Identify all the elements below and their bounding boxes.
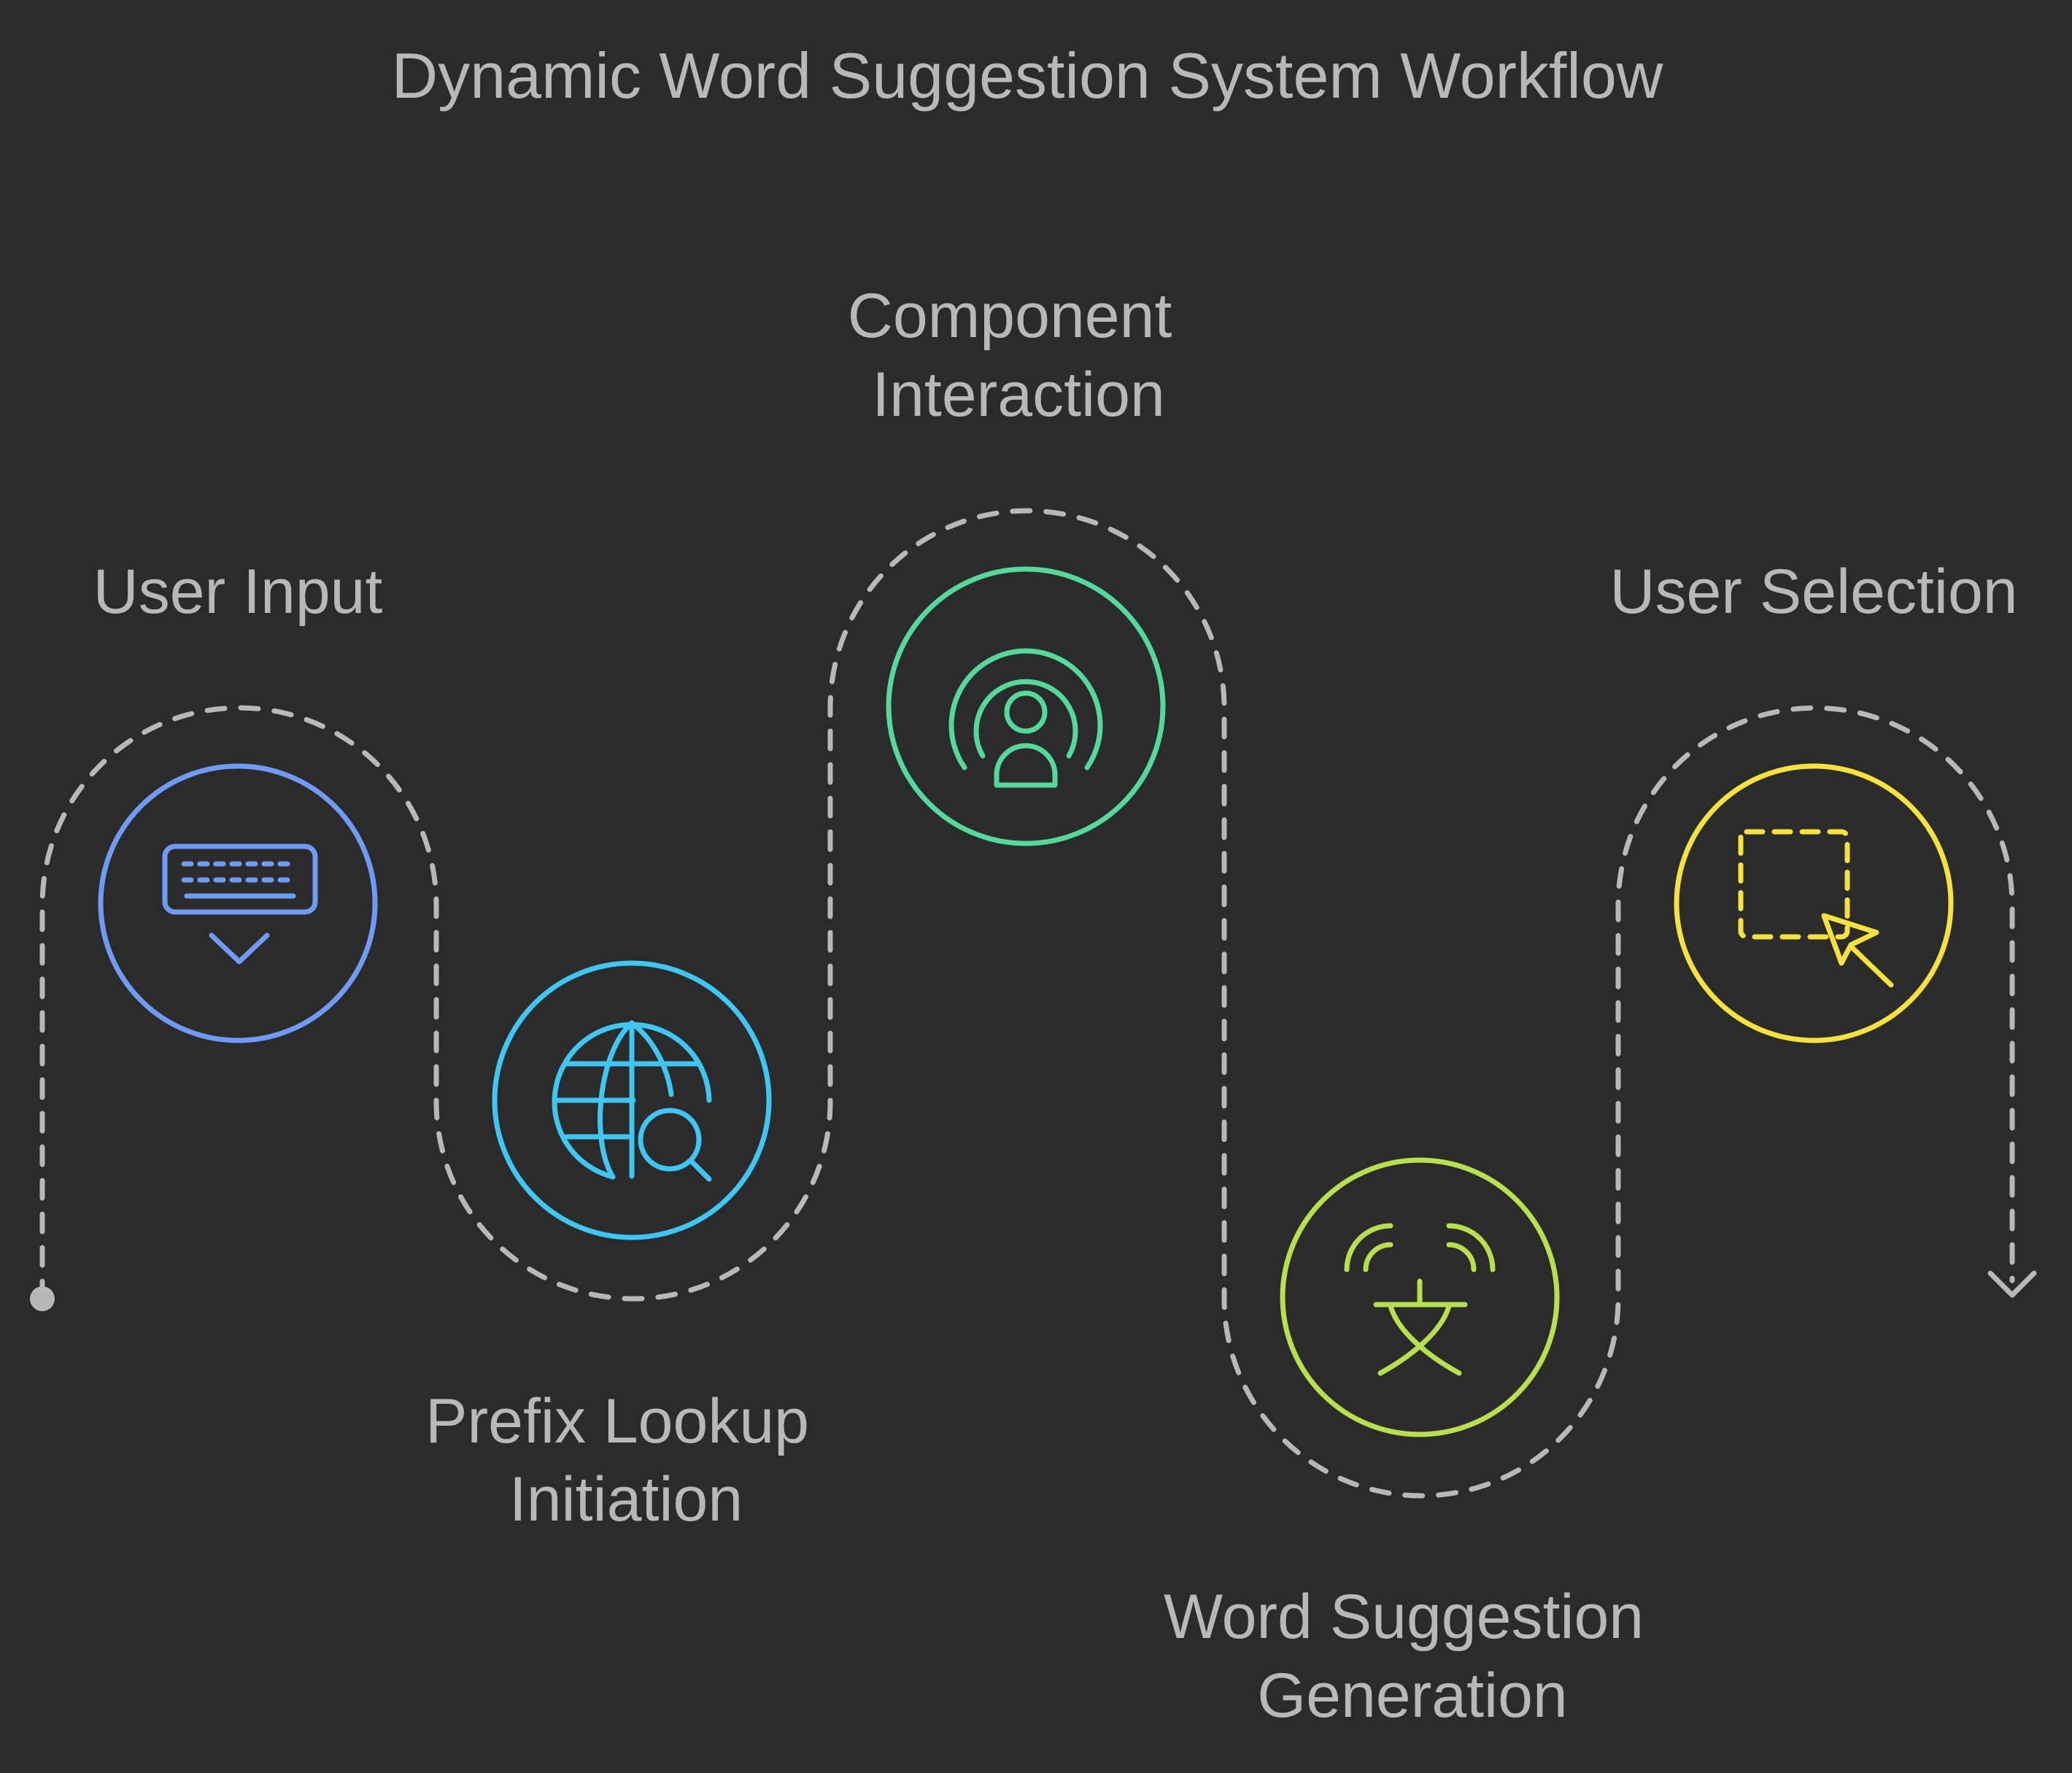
step-label: Component Interaction xyxy=(848,281,1190,430)
path-start-dot xyxy=(30,1286,55,1311)
step-circle xyxy=(1280,1157,1560,1437)
step-user-selection: User Selection xyxy=(1609,557,2018,1043)
path-end-arrow xyxy=(1987,1270,2037,1298)
globe-search-icon xyxy=(552,1020,712,1182)
step-word-suggestion: Word Suggestion Generation xyxy=(1164,1157,1661,1731)
step-user-input: User Input xyxy=(93,557,383,1043)
workflow-path xyxy=(39,508,2015,1499)
step-label: User Input xyxy=(93,557,383,627)
step-circle xyxy=(886,566,1166,846)
step-label: User Selection xyxy=(1609,557,2017,627)
broadcast-user-icon xyxy=(948,648,1103,788)
step-circle xyxy=(1674,763,1954,1043)
step-circle xyxy=(492,960,772,1240)
keyboard-icon xyxy=(162,843,318,965)
step-prefix-lookup: Prefix Lookup Initiation xyxy=(425,960,827,1534)
step-component-interaction: Component Interaction xyxy=(848,281,1190,846)
step-label: Word Suggestion Generation xyxy=(1164,1582,1661,1731)
translate-icon xyxy=(1344,1223,1496,1376)
selection-cursor-icon xyxy=(1738,829,1894,988)
step-label: Prefix Lookup Initiation xyxy=(425,1386,827,1534)
step-circle xyxy=(98,763,378,1043)
diagram-title: Dynamic Word Suggestion System Workflow xyxy=(392,39,1663,112)
